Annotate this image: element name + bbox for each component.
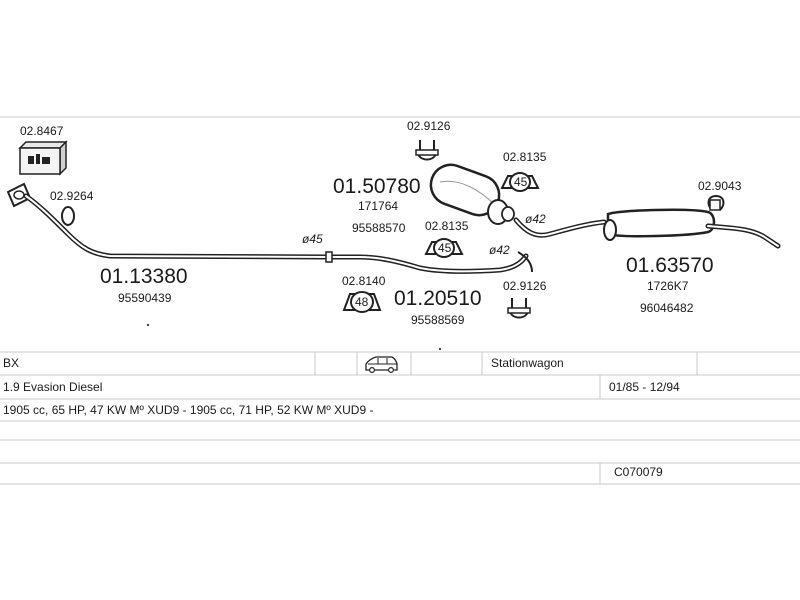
mounting-kit-box-icon bbox=[18, 140, 68, 176]
model-text: BX bbox=[3, 356, 19, 370]
low-clamp-icon bbox=[507, 298, 531, 319]
dot-mark bbox=[146, 323, 150, 327]
station-wagon-icon bbox=[365, 356, 398, 374]
top-clamp-icon bbox=[415, 140, 439, 161]
part-01-63570-label: 01.63570 bbox=[626, 254, 714, 277]
connecting-pipe bbox=[513, 217, 607, 238]
engine-text: 1905 cc, 65 HP, 47 KW Mº XUD9 - 1905 cc,… bbox=[3, 403, 373, 417]
rear-hanger-icon bbox=[707, 194, 725, 211]
part-02-9264-label: 02.9264 bbox=[50, 189, 94, 203]
gasket-low-icon: 48 bbox=[342, 291, 382, 313]
gasket-mid-icon: 45 bbox=[424, 238, 464, 258]
dot-mark bbox=[438, 347, 442, 351]
catalog-code-text: C070079 bbox=[614, 465, 663, 479]
part-01-13380-oem: 95590439 bbox=[118, 291, 172, 305]
part-01-50780-oem1: 171764 bbox=[358, 199, 398, 213]
part-01-13380-label: 01.13380 bbox=[100, 265, 188, 288]
body-type-text: Stationwagon bbox=[491, 356, 564, 370]
part-02-8140-label: 02.8140 bbox=[342, 274, 386, 288]
part-02-9043-label: 02.9043 bbox=[698, 179, 742, 193]
diameter-42-rear-label: ø42 bbox=[525, 212, 546, 226]
gasket-low-size: 48 bbox=[355, 295, 369, 309]
mid-pipe bbox=[325, 251, 533, 274]
part-01-20510-label: 01.20510 bbox=[394, 287, 482, 310]
version-text: 1.9 Evasion Diesel bbox=[3, 380, 102, 394]
part-01-50780-oem2: 95588570 bbox=[352, 221, 406, 235]
part-01-50780-label: 01.50780 bbox=[333, 175, 421, 198]
part-02-9126-top-label: 02.9126 bbox=[407, 119, 451, 133]
center-silencer bbox=[429, 163, 515, 225]
gasket-top-icon: 45 bbox=[500, 172, 540, 192]
part-01-63570-oem2: 96046482 bbox=[640, 301, 694, 315]
part-02-8135-top-label: 02.8135 bbox=[503, 150, 547, 164]
part-02-8135-mid-label: 02.8135 bbox=[425, 219, 469, 233]
part-02-9126-low-label: 02.9126 bbox=[503, 279, 547, 293]
diameter-42-mid-label: ø42 bbox=[489, 243, 510, 257]
part-02-8467-label: 02.8467 bbox=[20, 124, 64, 138]
diameter-45-label: ø45 bbox=[302, 232, 323, 246]
gasket-mid-size: 45 bbox=[438, 241, 452, 255]
front-gasket-ring bbox=[61, 206, 75, 226]
years-text: 01/85 - 12/94 bbox=[609, 380, 680, 394]
info-table-lines bbox=[0, 351, 800, 485]
front-pipe bbox=[6, 182, 333, 260]
rear-silencer bbox=[603, 208, 781, 249]
part-01-20510-oem: 95588569 bbox=[411, 313, 465, 327]
gasket-top-size: 45 bbox=[514, 175, 528, 189]
part-01-63570-oem1: 1726K7 bbox=[647, 279, 689, 293]
